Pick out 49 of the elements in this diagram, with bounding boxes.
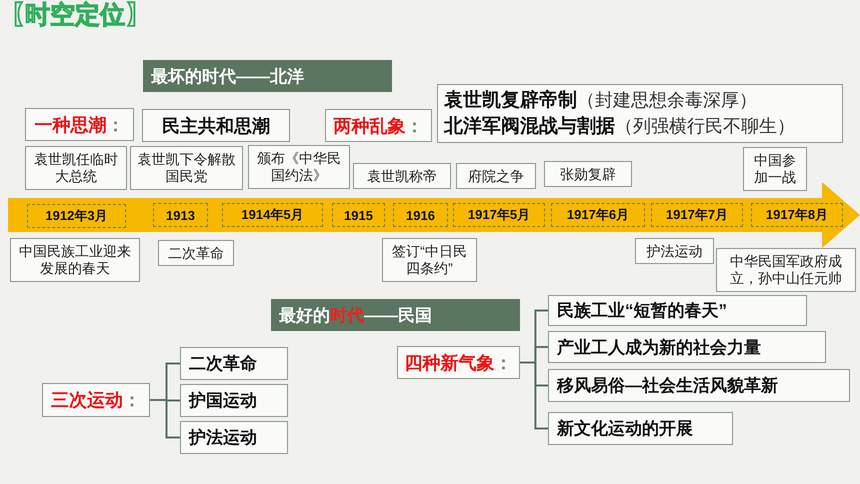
date-box: 1916	[393, 203, 448, 227]
event-box: 中华民国军政府成立，孙中山任元帅	[716, 248, 856, 292]
item-box: 护法运动	[180, 421, 288, 454]
event-box: 袁世凯称帝	[353, 163, 451, 189]
date-box: 1912年3月	[27, 204, 126, 228]
item-box: 新文化运动的开展	[548, 412, 733, 445]
heading-box	[42, 383, 150, 417]
heading-text: 三次运动	[51, 389, 123, 412]
date-box: 1913	[153, 203, 208, 227]
heading-banner: 最好的时代——民国	[271, 299, 520, 331]
event-box: 袁世凯任临时大总统	[25, 146, 127, 190]
section-title: 【时空定位】	[0, 0, 150, 31]
date-box: 1917年8月	[751, 203, 843, 227]
heading-box	[325, 109, 432, 142]
event-box: 中国民族工业迎来发展的春天	[10, 238, 140, 282]
event-box: 中国参加一战	[743, 147, 807, 191]
item-box: 产业工人成为新的社会力量	[548, 331, 826, 363]
event-box: 二次革命	[158, 240, 234, 266]
colon-mark: ：	[494, 352, 512, 374]
event-box: 签订“中日民四条约”	[382, 238, 477, 282]
date-box: 1915	[332, 203, 385, 227]
topic-box: 民主共和思潮	[142, 109, 290, 142]
bracket-line	[520, 362, 548, 430]
item-box: 护国运动	[180, 384, 288, 417]
date-box: 1914年5月	[222, 203, 323, 227]
colon-mark: ：	[106, 114, 124, 136]
heading-text: 两种乱象	[334, 114, 406, 138]
item-box: 民族工业“短暂的春天”	[548, 295, 807, 326]
heading-text: 四种新气象	[404, 352, 494, 374]
colon-mark: ：	[123, 389, 141, 412]
colon-mark: ：	[406, 114, 424, 138]
heading-box	[397, 346, 520, 379]
event-box: 护法运动	[635, 238, 714, 264]
summary-box	[437, 84, 843, 143]
item-box: 移风易俗—社会生活风貌革新	[548, 369, 850, 402]
event-box: 颁布《中华民国约法》	[248, 145, 350, 189]
event-box: 袁世凯下令解散国民党	[130, 146, 243, 190]
event-box: 府院之争	[456, 163, 536, 189]
summary-line: 袁世凯复辟帝制（封建思想余毒深厚）	[444, 88, 757, 112]
bracket-line	[150, 399, 180, 438]
heading-banner: 最坏的时代——北洋	[143, 60, 392, 92]
date-box: 1917年7月	[651, 203, 743, 227]
event-box: 张勋复辟	[544, 161, 632, 187]
heading-box	[25, 108, 134, 141]
summary-line: 北洋军阀混战与割据（列强横行民不聊生）	[444, 114, 795, 138]
heading-text: 一种思潮	[34, 114, 106, 136]
date-box: 1917年6月	[551, 203, 645, 227]
date-box: 1917年5月	[453, 203, 545, 227]
item-box: 二次革命	[180, 347, 288, 380]
